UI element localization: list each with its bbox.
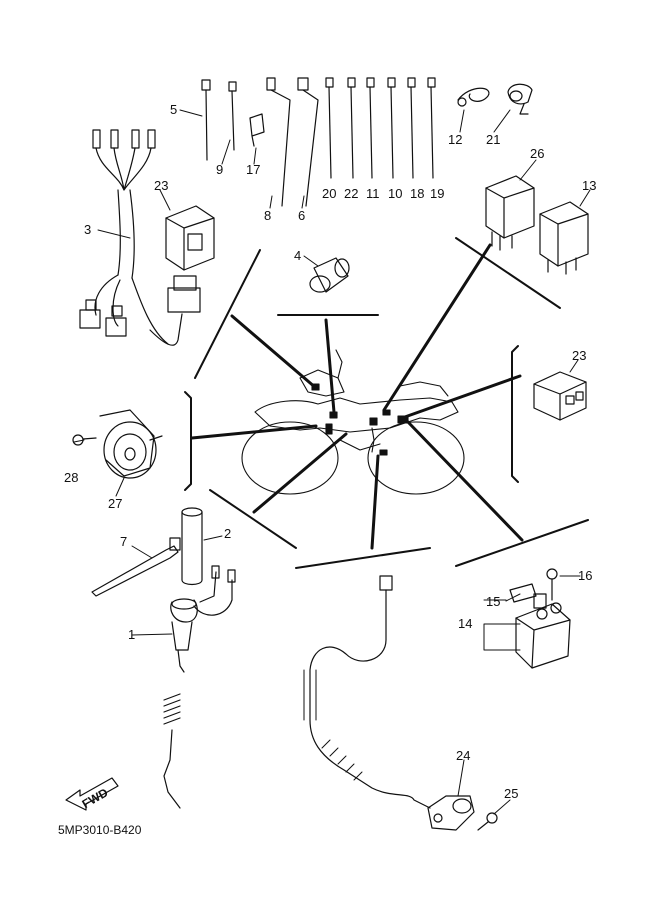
band-part-12 <box>457 87 490 107</box>
callout-numbers: 1 2 3 4 5 6 7 8 9 10 11 12 13 14 15 16 1… <box>64 102 596 801</box>
relay-part-26 <box>485 175 535 251</box>
fuse-part-15 <box>509 583 537 603</box>
forward-arrow: FWD <box>65 777 119 811</box>
screw-part-25 <box>477 812 498 831</box>
band-part-7 <box>91 537 181 597</box>
callout-10: 10 <box>388 186 402 201</box>
clip-part-21 <box>507 83 533 115</box>
callout-23-right: 23 <box>572 348 586 363</box>
starter-relay-part-14 <box>515 593 571 669</box>
part-code: 5MP3010-B420 <box>58 823 142 837</box>
atv-silhouette <box>241 349 465 495</box>
callout-9: 9 <box>216 162 223 177</box>
clamp-part-17 <box>249 113 265 147</box>
callout-6: 6 <box>298 208 305 223</box>
callout-24: 24 <box>456 748 470 763</box>
callout-16: 16 <box>578 568 592 583</box>
callout-12: 12 <box>448 132 462 147</box>
callout-17: 17 <box>246 162 260 177</box>
grommet-part-4 <box>309 257 350 293</box>
callout-3: 3 <box>84 222 91 237</box>
callout-2: 2 <box>224 526 231 541</box>
cover-part-2 <box>181 507 203 586</box>
callout-22: 22 <box>344 186 358 201</box>
callout-leaders <box>73 109 591 815</box>
callout-7: 7 <box>120 534 127 549</box>
callout-leader-lines <box>190 243 524 550</box>
callout-19: 19 <box>430 186 444 201</box>
cable-ties <box>201 77 436 207</box>
callout-14: 14 <box>458 616 472 631</box>
callout-25: 25 <box>504 786 518 801</box>
callout-15: 15 <box>486 594 500 609</box>
relay-part-23-left <box>165 205 215 271</box>
bolt-part-16 <box>546 568 558 601</box>
starter-cable <box>303 575 431 809</box>
callout-20: 20 <box>322 186 336 201</box>
switch-part-24 <box>427 795 475 831</box>
fwd-label: FWD <box>80 785 111 811</box>
callout-26: 26 <box>530 146 544 161</box>
callout-28: 28 <box>64 470 78 485</box>
callout-4: 4 <box>294 248 301 263</box>
section-brackets <box>184 237 589 569</box>
coupler-part-23-right <box>533 371 587 421</box>
callout-11: 11 <box>366 186 380 201</box>
callout-5: 5 <box>170 102 177 117</box>
callout-21: 21 <box>486 132 500 147</box>
callout-13: 13 <box>582 178 596 193</box>
wire-harness-part-3 <box>79 129 201 346</box>
callout-18: 18 <box>410 186 424 201</box>
callout-23-left: 23 <box>154 178 168 193</box>
callout-8: 8 <box>264 208 271 223</box>
relay-part-13 <box>539 201 589 275</box>
switch-part-1 <box>163 565 236 809</box>
horn-part-27 <box>99 409 163 479</box>
callout-27: 27 <box>108 496 122 511</box>
callout-1: 1 <box>128 627 135 642</box>
